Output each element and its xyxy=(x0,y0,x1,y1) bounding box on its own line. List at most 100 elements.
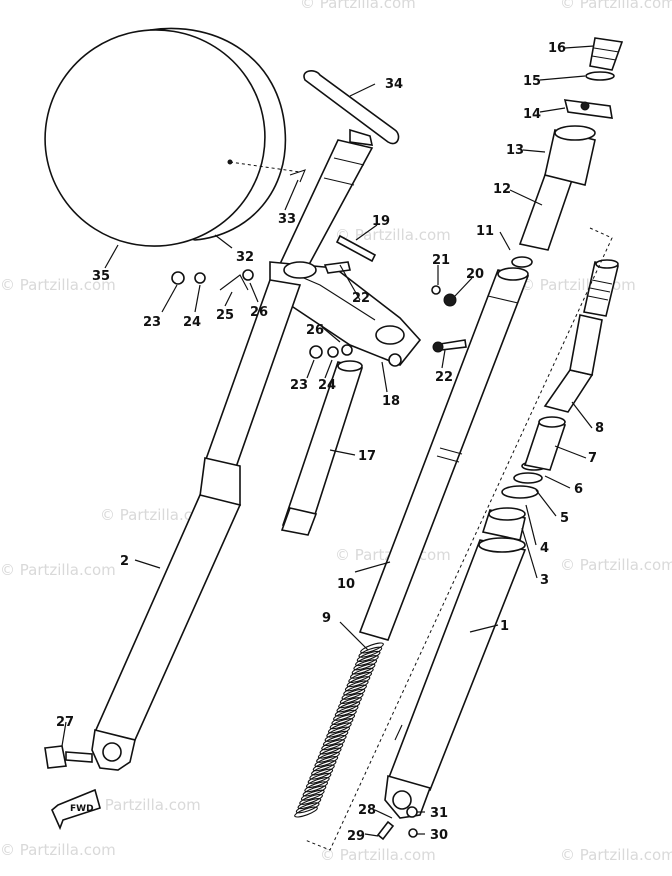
right-fork-outer xyxy=(376,537,527,841)
callout-7: 7 xyxy=(588,451,597,466)
spring-coil xyxy=(304,781,329,793)
callout-2: 2 xyxy=(120,554,129,569)
callout-4: 4 xyxy=(540,541,549,556)
spring-coil xyxy=(326,726,351,738)
spring-coil xyxy=(319,743,344,755)
callout-6: 6 xyxy=(574,482,583,497)
spring-coil xyxy=(346,676,371,688)
bracket xyxy=(303,70,400,145)
watermark: © Partzilla.com xyxy=(320,846,436,864)
callout-22-bottom: 22 xyxy=(435,370,453,385)
watermark: © Partzilla.com xyxy=(0,841,116,859)
callout-17: 17 xyxy=(358,449,376,464)
callout-12: 12 xyxy=(493,182,511,197)
spring-coil xyxy=(302,785,327,797)
callout-25: 25 xyxy=(216,308,234,323)
spring-coil xyxy=(341,688,366,700)
spring-coil xyxy=(351,663,376,675)
watermark: © Partzilla.com xyxy=(520,276,636,294)
callout-24-right: 24 xyxy=(318,378,336,393)
spring-coil xyxy=(295,802,320,814)
spring-coil xyxy=(348,671,373,683)
spring-coil xyxy=(353,659,378,671)
right-inner-tube xyxy=(358,267,530,641)
spring-coil xyxy=(299,793,323,805)
spring-coil xyxy=(329,718,354,730)
spring-coil xyxy=(327,722,352,734)
callout-13: 13 xyxy=(506,143,524,158)
callout-21: 21 xyxy=(432,253,450,268)
watermark: © Partzilla.com xyxy=(560,846,672,864)
spring-coil xyxy=(336,701,361,713)
callout-19: 19 xyxy=(372,214,390,229)
watermark: © Partzilla.com xyxy=(300,0,416,12)
callout-31: 31 xyxy=(430,806,448,821)
fwd-arrow: FWD xyxy=(51,788,101,831)
spring-coil xyxy=(294,806,318,818)
spring-coil xyxy=(300,789,325,801)
watermark: © Partzilla.com xyxy=(100,506,216,524)
spring-coil xyxy=(355,655,379,667)
spring-coil xyxy=(343,684,367,696)
fork-spring xyxy=(294,642,384,818)
spring-coil xyxy=(317,747,342,759)
callout-33: 33 xyxy=(278,212,296,227)
spring-coil xyxy=(356,650,381,662)
callout-1: 1 xyxy=(500,619,509,634)
spring-coil xyxy=(309,768,334,780)
callout-9: 9 xyxy=(322,611,331,626)
callout-5: 5 xyxy=(560,511,569,526)
callout-11: 11 xyxy=(476,224,494,239)
spring-coil xyxy=(344,680,369,692)
leaders xyxy=(61,45,595,837)
spring-coil xyxy=(312,760,337,772)
spring-coil xyxy=(358,646,383,658)
left-fork-upper xyxy=(278,128,374,273)
spring-coil xyxy=(331,713,356,726)
watermark: © Partzilla.com xyxy=(560,0,672,12)
spring-coil xyxy=(297,798,322,810)
callout-18: 18 xyxy=(382,394,400,409)
spring-coil xyxy=(334,705,359,717)
callout-14: 14 xyxy=(523,107,541,122)
callout-30: 30 xyxy=(430,828,448,843)
spring-coil xyxy=(333,709,357,721)
spring-coil xyxy=(338,697,362,709)
top-parts xyxy=(511,37,624,268)
watermark: © Partzilla.com xyxy=(335,226,451,244)
spring-coil xyxy=(339,692,364,704)
spring-coil xyxy=(311,764,335,776)
callout-22-top: 22 xyxy=(352,291,370,306)
callouts: 1 2 3 4 5 6 7 8 9 10 11 12 13 14 15 16 1… xyxy=(56,41,604,844)
spring-coil xyxy=(322,734,347,747)
left-fork-outer xyxy=(44,269,353,771)
spring-coil xyxy=(360,642,384,654)
callout-34: 34 xyxy=(385,77,403,92)
fwd-label: FWD xyxy=(70,804,94,814)
spring-coil xyxy=(349,667,374,679)
alignment-lines xyxy=(304,227,613,851)
callout-28: 28 xyxy=(358,803,376,818)
spring-coil xyxy=(307,772,332,784)
spring-coil xyxy=(314,756,339,768)
callout-32: 32 xyxy=(236,250,254,265)
spring-coil xyxy=(316,751,340,763)
callout-3: 3 xyxy=(540,573,549,588)
watermark: © Partzilla.com xyxy=(0,561,116,579)
callout-26-right: 26 xyxy=(306,323,324,338)
callout-23-right: 23 xyxy=(290,378,308,393)
watermark: © Partzilla.com xyxy=(560,556,672,574)
callout-26-left: 26 xyxy=(250,305,268,320)
spring-coil xyxy=(324,730,349,742)
callout-27: 27 xyxy=(56,715,74,730)
spring-coil xyxy=(305,777,330,789)
seals-and-cap xyxy=(481,259,619,541)
callout-16: 16 xyxy=(548,41,566,56)
callout-35: 35 xyxy=(92,269,110,284)
callout-29: 29 xyxy=(347,829,365,844)
callout-8: 8 xyxy=(595,421,604,436)
spring-coil xyxy=(321,739,345,751)
headlight-assembly xyxy=(44,27,306,247)
watermark: © Partzilla.com xyxy=(0,276,116,294)
